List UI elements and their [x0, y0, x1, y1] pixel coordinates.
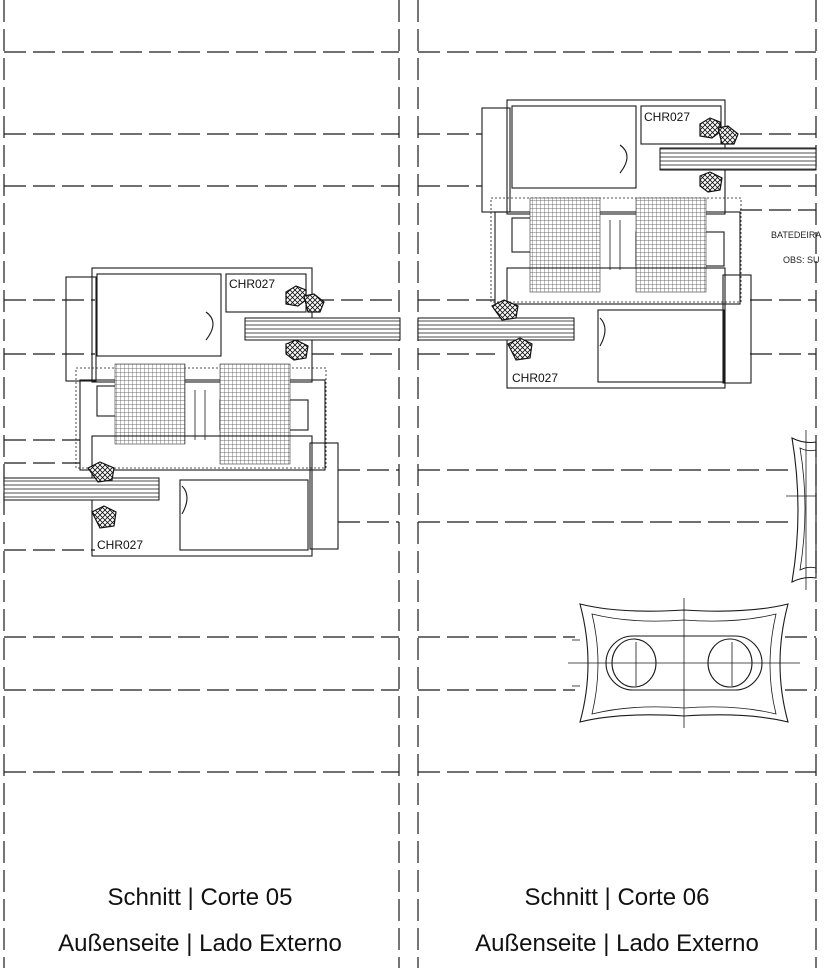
note-text: OBS: SU	[783, 255, 820, 265]
section-title: Schnitt | Corte 05	[107, 884, 293, 911]
profile-label: CHR027	[97, 538, 143, 552]
profile-label: CHR027	[229, 277, 275, 291]
gasket-detail-partial	[786, 430, 817, 590]
profile-label: CHR027	[512, 371, 558, 385]
section-title: Schnitt | Corte 06	[524, 884, 710, 911]
section-subtitle: Außenseite | Lado Externo	[475, 930, 759, 957]
profile-assembly-left	[3, 267, 401, 557]
note-text: BATEDEIRA	[771, 230, 821, 240]
gasket-detail	[568, 598, 800, 728]
profile-label: CHR027	[644, 110, 690, 124]
horizontal-grid-lines-left	[4, 51, 399, 773]
profile-assembly-right	[417, 99, 817, 389]
horizontal-grid-lines-right	[418, 51, 816, 773]
section-subtitle: Außenseite | Lado Externo	[58, 930, 342, 957]
